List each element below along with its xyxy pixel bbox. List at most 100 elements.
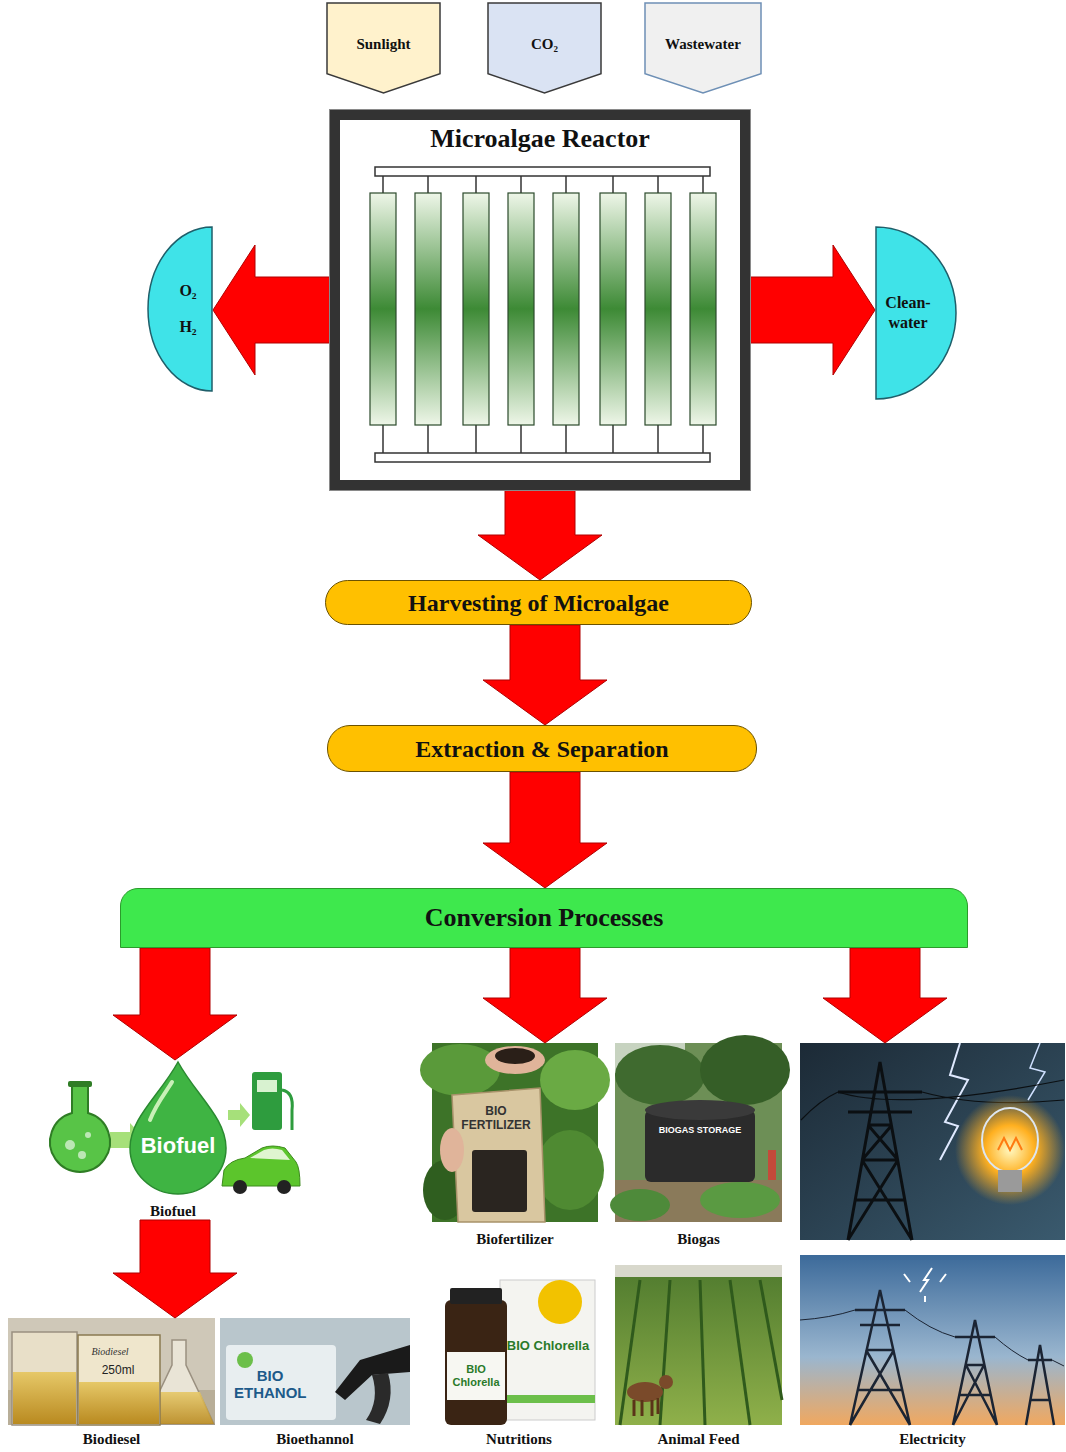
block-arrow <box>483 625 607 725</box>
electricity-storm-photo <box>982 1108 1038 1172</box>
animal-feed-photo <box>634 1398 658 1416</box>
node-outline <box>147 226 213 392</box>
node-text: Bioethannol <box>276 1430 354 1448</box>
bioethanol-photo <box>226 1345 336 1420</box>
animal-feed-photo <box>615 1265 782 1277</box>
nutrition-photo <box>447 1352 505 1400</box>
animal-feed-photo <box>760 1280 782 1400</box>
reactor-tubes <box>690 193 716 425</box>
product-tile: Biogas <box>615 1043 782 1248</box>
electricity-sunset-photo <box>920 1268 932 1292</box>
tank-label: BIOGAS STORAGE <box>650 1125 750 1135</box>
reactor-tubes <box>463 193 489 425</box>
output-half-circle: O₂ H₂ <box>147 226 213 392</box>
biofertilizer-photo <box>452 1088 545 1222</box>
biofertilizer-photo <box>420 1044 500 1096</box>
node-text: Conversion Processes <box>425 903 664 933</box>
electricity-storm-photo <box>800 1043 1065 1240</box>
animal-feed-photo <box>657 1398 660 1414</box>
bottle-label: BIO Chlorella <box>448 1363 504 1389</box>
beaker-label: Biodiesel <box>78 1346 142 1358</box>
biofuel-icon <box>68 1081 92 1087</box>
animal-feed-photo <box>730 1280 750 1425</box>
electricity-storm-photo <box>955 1095 1065 1205</box>
node-outline <box>876 227 956 399</box>
animal-feed-photo <box>615 1265 782 1425</box>
process-pill: Extraction & Separation <box>327 725 757 772</box>
product-tile: Animal Feed <box>615 1265 782 1448</box>
input-arrow-box: Sunlight <box>326 2 441 94</box>
reactor-tubes <box>565 176 567 193</box>
biodiesel-photo <box>8 1318 215 1425</box>
biofertilizer-photo <box>440 1128 464 1172</box>
animal-feed-photo <box>651 1400 654 1416</box>
animal-feed-photo <box>633 1400 636 1416</box>
biofertilizer-photo <box>536 1130 604 1210</box>
product-tile: Bioethannol <box>220 1318 410 1448</box>
animal-feed-photo <box>659 1375 673 1389</box>
node-outline <box>875 226 957 400</box>
node-text: Harvesting of Microalgae <box>408 589 669 617</box>
process-pill: Harvesting of Microalgae <box>325 580 752 625</box>
node-outline <box>327 3 440 93</box>
animal-feed-photo <box>660 1280 670 1425</box>
biodiesel-photo <box>79 1382 159 1424</box>
reactor-tubes <box>427 425 429 453</box>
nutrition-photo <box>538 1280 582 1324</box>
reactor-tubes <box>382 425 384 453</box>
block-arrow <box>823 948 947 1043</box>
biofuel-icon <box>252 1072 282 1130</box>
biofuel-icon <box>130 1062 226 1194</box>
electricity-storm-photo <box>998 1170 1022 1192</box>
biofuel-icon <box>150 1082 172 1120</box>
biofertilizer-photo <box>420 1043 610 1222</box>
biodiesel-photo <box>13 1372 76 1424</box>
node-outline <box>488 3 601 93</box>
node-text: Clean- water <box>879 293 937 333</box>
biogas-photo <box>615 1045 705 1105</box>
reactor-tubes <box>702 176 704 193</box>
block-arrow <box>478 490 602 580</box>
electricity-sunset-photo <box>904 1274 946 1302</box>
node-text: Sunlight <box>356 36 410 53</box>
nutrition-photo <box>450 1288 502 1304</box>
reactor-tubes <box>508 193 534 425</box>
reactor-tubes <box>382 176 384 193</box>
biofuel-icon <box>222 1146 300 1186</box>
node-outline <box>645 3 761 93</box>
drop-label: Biofuel <box>133 1133 223 1158</box>
reactor-tubes <box>657 176 659 193</box>
node-text: CO₂ <box>531 36 558 53</box>
electricity-sunset-photo <box>953 1320 997 1425</box>
biogas-photo <box>768 1150 776 1180</box>
node-text: Biofertilizer <box>476 1230 553 1248</box>
beaker-label: 250ml <box>93 1363 143 1377</box>
electricity-storm-photo <box>800 1043 1065 1240</box>
biogas-photo <box>700 1035 790 1105</box>
product-tile: Nutritions <box>440 1270 598 1448</box>
biofuel-icon <box>78 1151 86 1159</box>
bioethanol-photo <box>366 1373 391 1424</box>
biofuel-icon <box>233 1180 247 1194</box>
reactor-tubes <box>702 425 704 453</box>
nutrition-photo <box>500 1280 595 1420</box>
block-arrow <box>750 245 875 375</box>
nutrition-photo <box>500 1395 595 1403</box>
biogas-photo <box>610 1035 790 1222</box>
product-tile: Electricity <box>800 1043 1065 1448</box>
reactor-tubes <box>475 176 477 193</box>
reactor-tubes <box>427 176 429 193</box>
node-text: Extraction & Separation <box>415 735 668 763</box>
biofertilizer-photo <box>485 1046 545 1074</box>
node-text: H₂ <box>179 317 196 337</box>
block-arrow <box>113 1220 237 1318</box>
node-text: O₂ <box>179 281 196 301</box>
electricity-storm-photo <box>801 1062 1064 1240</box>
reactor-tubes <box>375 453 710 462</box>
node-text: Biodiesel <box>83 1430 141 1448</box>
bioethanol-photo <box>335 1345 410 1400</box>
biofuel-icon <box>250 1149 290 1161</box>
block-arrow <box>113 948 237 1060</box>
bioethanol-photo <box>237 1352 253 1368</box>
